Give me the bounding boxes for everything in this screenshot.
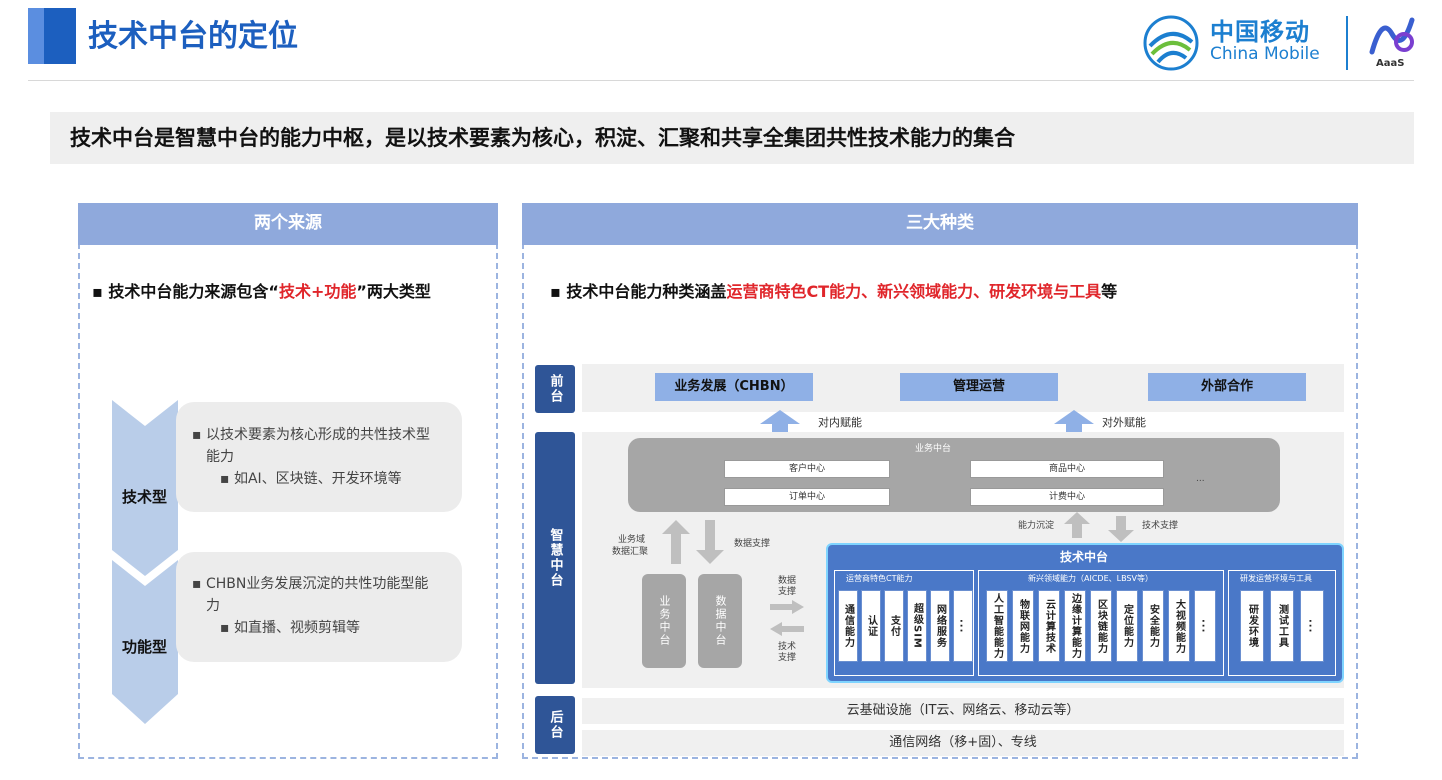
- tech-type-desc: ▪ 以技术要素为核心形成的共性技术型 能力 ▪ 如AI、区块链、开发环境等: [192, 427, 430, 487]
- outer-enable-label: 对外赋能: [1102, 416, 1146, 429]
- tech-capability-item: 认证: [861, 590, 881, 662]
- header-divider: [28, 80, 1414, 81]
- tech-capability-item: ...: [1194, 590, 1216, 662]
- tech-capability-item: 大视频能力: [1168, 590, 1190, 662]
- front-layer-label: 前台: [535, 365, 575, 413]
- tech-capability-item: 研发环境: [1240, 590, 1264, 662]
- up-arrow-icon: [1064, 512, 1090, 538]
- summary-text: 技术中台是智慧中台的能力中枢，是以技术要素为核心，积淀、汇聚和共享全集团共性技术…: [70, 126, 1015, 150]
- devtools-group-title: 研发运营环境与工具: [1240, 574, 1312, 583]
- tech-support-label-2: 技术支撑: [778, 642, 797, 663]
- ct-group-title: 运营商特色CT能力: [846, 574, 913, 583]
- tech-capability-item: 边缘计算能力: [1064, 590, 1086, 662]
- biz-domain-label: 业务域: [618, 535, 646, 545]
- right-arrow-icon: [770, 600, 804, 614]
- down-arrow-icon: [1108, 516, 1134, 542]
- categories-bullet: ▪ 技术中台能力种类涵盖运营商特色CT能力、新兴领域能力、研发环境与工具等: [550, 282, 1118, 301]
- logo-cn-text: 中国移动: [1210, 18, 1310, 46]
- logo-area: 中国移动 China Mobile AaaS: [1140, 10, 1430, 74]
- tech-capability-item: ...: [1300, 590, 1324, 662]
- title-accent-bar: [28, 8, 76, 64]
- summary-banner: [50, 112, 1414, 164]
- tech-capability-item: 超级SIM: [907, 590, 927, 662]
- back-layer-label: 后台: [535, 696, 575, 754]
- sources-bullet: ▪ 技术中台能力来源包含“技术+功能”两大类型: [92, 282, 431, 301]
- front-item-management: 管理运营: [900, 373, 1058, 401]
- logo-divider: [1346, 16, 1348, 70]
- data-support-label: 数据支撑: [734, 539, 771, 549]
- tech-center-title: 技术中台: [1060, 550, 1109, 564]
- customer-center-chip: 客户中心: [724, 460, 890, 478]
- func-type-desc: ▪ CHBN业务发展沉淀的共性功能型能 力 ▪ 如直播、视频剪辑等: [192, 576, 429, 636]
- bullet-icon: ▪: [92, 282, 109, 301]
- data-collect-label: 数据汇聚: [612, 547, 649, 557]
- tech-capability-item: 定位能力: [1116, 590, 1138, 662]
- tech-capability-item: 安全能力: [1142, 590, 1164, 662]
- product-center-chip: 商品中心: [970, 460, 1164, 478]
- biz-center-title: 业务中台: [915, 444, 952, 454]
- logo-en-text: China Mobile: [1210, 44, 1320, 64]
- tech-capability-item: 人工智能能力: [986, 590, 1008, 662]
- data-mid-box: 数据中台: [698, 574, 742, 668]
- biz-mid-box: 业务中台: [642, 574, 686, 668]
- smart-layer-label: 智慧中台: [535, 432, 575, 684]
- tech-capability-item: 通信能力: [838, 590, 858, 662]
- tech-capability-item: 测试工具: [1270, 590, 1294, 662]
- tech-capability-item: 云计算技术: [1038, 590, 1060, 662]
- tech-capability-item: 网络服务: [930, 590, 950, 662]
- tech-support-label: 技术支撑: [1142, 521, 1179, 531]
- up-arrow-icon: [760, 410, 800, 432]
- cloud-infra-band: 云基础设施（IT云、网络云、移动云等）: [582, 698, 1344, 724]
- network-band: 通信网络（移+固）、专线: [582, 730, 1344, 756]
- tech-type-card: [176, 402, 462, 512]
- up-arrow-icon: [1054, 410, 1094, 432]
- front-item-chbn: 业务发展（CHBN）: [655, 373, 813, 401]
- func-type-card: [176, 552, 462, 662]
- cap-sink-label: 能力沉淀: [1018, 521, 1055, 531]
- tech-capability-item: ...: [953, 590, 973, 662]
- front-item-partners: 外部合作: [1148, 373, 1306, 401]
- order-center-chip: 订单中心: [724, 488, 890, 506]
- tech-capability-item: 物联网能力: [1012, 590, 1034, 662]
- emerging-group: [978, 570, 1224, 676]
- tech-capability-item: 支付: [884, 590, 904, 662]
- emerging-group-title: 新兴领域能力（AICDE、LBSV等）: [1028, 574, 1153, 583]
- devtools-group: [1228, 570, 1336, 676]
- data-support-label-2: 数据支撑: [778, 576, 797, 597]
- down-chevron-arrows: [112, 400, 178, 724]
- aams-text: AaaS: [1376, 58, 1405, 69]
- billing-center-chip: 计费中心: [970, 488, 1164, 506]
- sources-heading: 两个来源: [78, 203, 498, 245]
- func-type-label: 功能型: [122, 638, 168, 656]
- china-mobile-logo-icon: [1143, 15, 1199, 71]
- biz-more: ...: [1196, 474, 1205, 484]
- tech-capability-item: 区块链能力: [1090, 590, 1112, 662]
- tech-type-label: 技术型: [122, 488, 168, 506]
- left-arrow-icon: [770, 622, 804, 636]
- inner-enable-label: 对内赋能: [818, 416, 862, 429]
- page-title: 技术中台的定位: [88, 19, 298, 54]
- up-arrow-icon: [662, 520, 690, 564]
- aams-logo-icon: [1369, 17, 1415, 55]
- down-arrow-icon: [696, 520, 724, 564]
- ct-group: [834, 570, 974, 676]
- categories-heading: 三大种类: [522, 203, 1358, 245]
